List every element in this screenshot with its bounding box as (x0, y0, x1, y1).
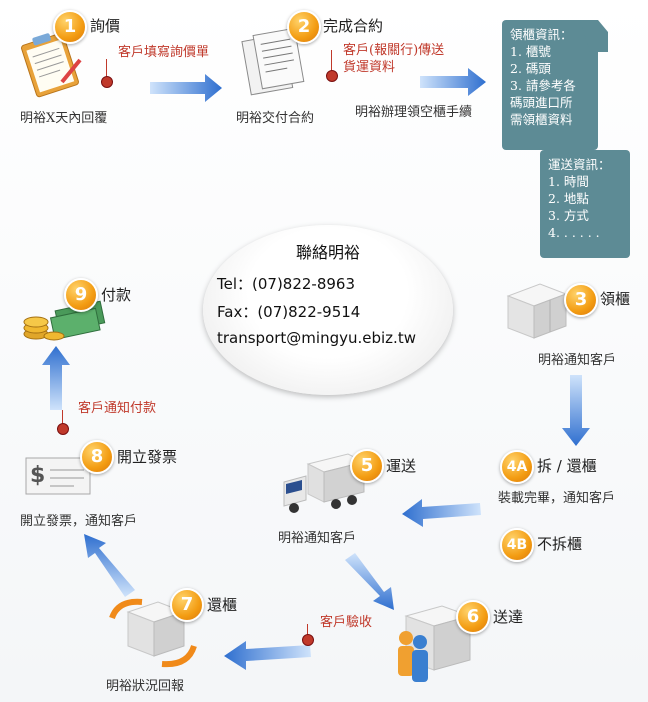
step8-badge: 8 (80, 440, 114, 474)
step2-note-line2: 貨運資料 (343, 60, 396, 75)
note-dot (302, 634, 314, 646)
contact-fax: Fax：(07)822-9514 (217, 303, 361, 321)
shipping-info-item: 2. 地點 (548, 191, 589, 206)
note-connector (62, 410, 63, 425)
step5-badge: 5 (350, 449, 384, 483)
step2-caption: 明裕交付合約 (236, 111, 315, 126)
step6-title: 送達 (493, 608, 524, 626)
container-info-item: 3. 請參考各 (510, 78, 576, 93)
step9-badge: 9 (64, 278, 98, 312)
container-info-panel: 領櫃資訊： 1. 櫃號 2. 碼頭 3. 請參考各 碼頭進口所 需領櫃資料 (502, 20, 598, 150)
contact-email[interactable]: transport@mingyu.ebiz.tw (217, 329, 416, 347)
note-dot (326, 70, 338, 82)
step1-title: 詢價 (90, 17, 121, 35)
step8-title: 開立發票 (117, 448, 178, 466)
arrow-3-to-4a (562, 375, 590, 446)
note-dot (101, 76, 113, 88)
step4a-badge: 4A (500, 450, 534, 484)
note-connector (331, 50, 332, 72)
note-connector (307, 624, 308, 636)
panel-fold-corner (580, 20, 608, 52)
container-info-item: 需領櫃資料 (510, 112, 573, 127)
step5-caption: 明裕通知客戶 (278, 531, 357, 546)
invoice-check-icon: $ (25, 457, 91, 495)
step6-badge: 6 (456, 600, 490, 634)
step1-caption: 明裕X天內回覆 (20, 111, 108, 126)
shipping-info-heading: 運送資訊： (548, 157, 611, 172)
svg-text:$: $ (30, 463, 45, 488)
contact-tel: Tel：(07)822-8963 (217, 275, 356, 293)
step2-title: 完成合約 (323, 17, 384, 35)
arrow-6-to-7 (224, 641, 311, 670)
money-coins-icon (23, 300, 106, 341)
note-connector (106, 59, 107, 79)
step3-caption: 明裕通知客戶 (538, 353, 617, 368)
arrow-1-to-2 (150, 74, 222, 102)
clipboard-icon (21, 32, 82, 98)
container-info-item: 2. 碼頭 (510, 61, 551, 76)
step2b-caption: 明裕辦理領空櫃手續 (355, 105, 473, 120)
arrow-2-to-panel (420, 68, 486, 96)
arrow-7-to-8 (84, 534, 135, 597)
container-info-item: 1. 櫃號 (510, 44, 551, 59)
arrow-5-to-6 (345, 553, 394, 610)
contact-card: 聯絡明裕 Tel：(07)822-8963 Fax：(07)822-9514 t… (203, 225, 453, 395)
documents-icon (241, 27, 305, 96)
step7-title: 還櫃 (207, 596, 238, 614)
shipping-info-item: 4. . . . . . (548, 225, 600, 240)
arrow-8-to-9 (42, 346, 70, 410)
step5-title: 運送 (386, 457, 417, 475)
arrow-4-to-5 (402, 499, 481, 527)
shipping-info-item: 3. 方式 (548, 208, 589, 223)
container-info-item: 碼頭進口所 (510, 95, 573, 110)
step1-note: 客戶填寫詢價單 (118, 45, 210, 60)
step1-badge: 1 (53, 10, 87, 44)
shipping-info-item: 1. 時間 (548, 174, 589, 189)
step4b-badge: 4B (500, 528, 534, 562)
contact-title: 聯絡明裕 (295, 243, 360, 262)
step3-badge: 3 (564, 283, 598, 317)
step2-note-line1: 客戶(報關行)傳送 (343, 43, 445, 58)
step4a-caption: 裝載完畢，通知客戶 (498, 491, 616, 506)
step8-note: 客戶通知付款 (78, 401, 157, 416)
step2-badge: 2 (287, 10, 321, 44)
note-dot (57, 423, 69, 435)
container-info-heading: 領櫃資訊： (510, 27, 573, 42)
step9-title: 付款 (101, 286, 132, 304)
step7-caption: 明裕狀況回報 (106, 679, 185, 694)
step4b-title: 不拆櫃 (537, 535, 583, 553)
step6-note: 客戶驗收 (320, 615, 373, 630)
container-return-icon (109, 598, 197, 668)
step7-badge: 7 (170, 588, 204, 622)
step3-title: 領櫃 (600, 290, 631, 308)
container-icon (506, 283, 568, 339)
step8-caption: 開立發票，通知客戶 (20, 514, 138, 529)
step4a-title: 拆 / 還櫃 (537, 457, 597, 475)
shipping-info-panel: 運送資訊： 1. 時間 2. 地點 3. 方式 4. . . . . . (540, 150, 630, 258)
